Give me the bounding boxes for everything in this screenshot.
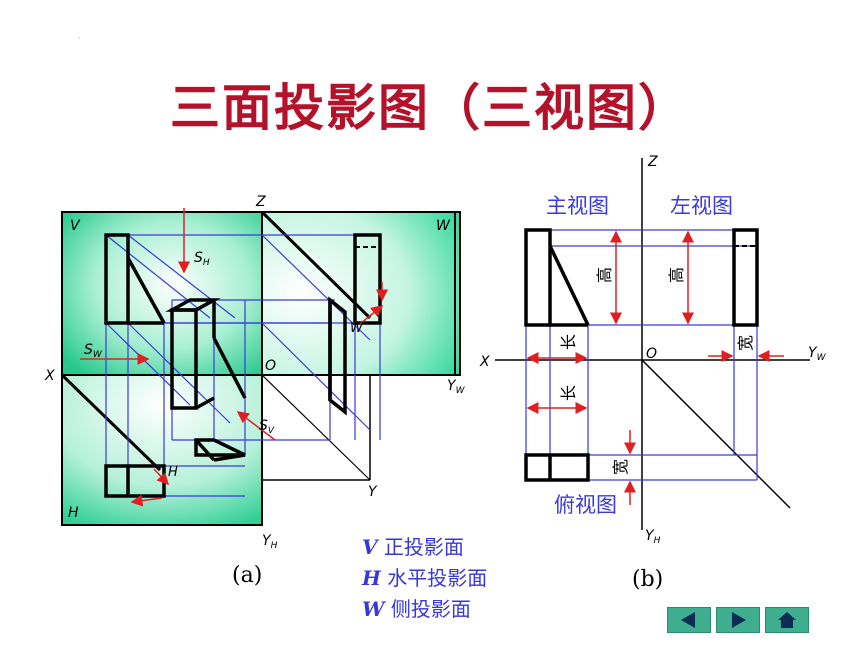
prev-button[interactable] xyxy=(667,607,711,633)
home-icon xyxy=(778,612,796,628)
plane-w-label: W xyxy=(436,218,451,234)
w-plane xyxy=(261,211,461,376)
top-view-label: 俯视图 xyxy=(554,493,617,517)
front-view-label: 主视图 xyxy=(546,194,609,218)
sw-label: SW xyxy=(84,342,103,360)
axis-yh-label-b: YH xyxy=(645,528,661,546)
front-view-b xyxy=(524,228,590,327)
axis-yw-label-a: YW xyxy=(447,378,466,396)
axis-yh-label-a: YH xyxy=(262,533,278,551)
axis-z-label-a: Z xyxy=(255,194,266,210)
caption-b: (b) xyxy=(632,567,663,592)
right-arrow-icon xyxy=(732,612,746,628)
sh-label: SH xyxy=(194,250,210,268)
axis-z-label-b: Z xyxy=(647,154,658,170)
axis-x-label-b: X xyxy=(479,354,490,370)
axis-y-label-a: Y xyxy=(368,484,378,500)
side-view-a xyxy=(353,233,382,325)
figure-b: Z X O YW YH 主视图 左视图 俯视图 高 高 长 长 宽 宽 (b) xyxy=(479,154,827,592)
axis-o-label-a: O xyxy=(265,358,276,374)
width-label-2: 宽 xyxy=(611,459,630,475)
axis-yw-label-b: YW xyxy=(808,345,827,363)
projection-arrows-a xyxy=(80,208,388,507)
width-label-1: 宽 xyxy=(736,335,755,351)
h-small-label: H xyxy=(168,465,178,480)
left-view-label: 左视图 xyxy=(670,194,733,218)
v-plane xyxy=(61,211,263,376)
next-button[interactable] xyxy=(716,607,760,633)
dimension-arrows-b xyxy=(526,230,784,505)
left-arrow-icon xyxy=(681,612,695,628)
length-label-1: 长 xyxy=(559,334,578,350)
h-plane xyxy=(61,374,263,526)
height-label-2: 高 xyxy=(667,267,686,283)
plane-h-label: H xyxy=(68,505,79,521)
page-title: 三面投影图（三视图） xyxy=(170,79,690,137)
top-view-b xyxy=(524,453,590,482)
legend-item-v: V 正投影面 xyxy=(362,535,464,559)
stray-dot: · xyxy=(78,34,81,43)
left-view-b xyxy=(732,228,759,327)
front-view-a xyxy=(104,233,166,325)
w-small-label: W xyxy=(350,321,364,336)
sv-label: SV xyxy=(259,418,275,436)
plane-v-label: V xyxy=(70,218,81,234)
length-label-2: 长 xyxy=(559,385,578,401)
figure-a: V W H X Z O Y YW YH SH SW SV W H (a) xyxy=(44,194,466,588)
caption-a: (a) xyxy=(232,563,262,588)
axis-x-label-a: X xyxy=(44,368,55,384)
height-label-1: 高 xyxy=(595,267,614,283)
solid-object xyxy=(165,296,347,462)
legend-item-w: W 侧投影面 xyxy=(362,597,471,621)
axis-o-label-b: O xyxy=(646,346,657,362)
plane-legend: V 正投影面 H 水平投影面 W 侧投影面 xyxy=(362,532,487,625)
legend-item-h: H 水平投影面 xyxy=(362,566,488,590)
home-button[interactable] xyxy=(765,607,809,633)
